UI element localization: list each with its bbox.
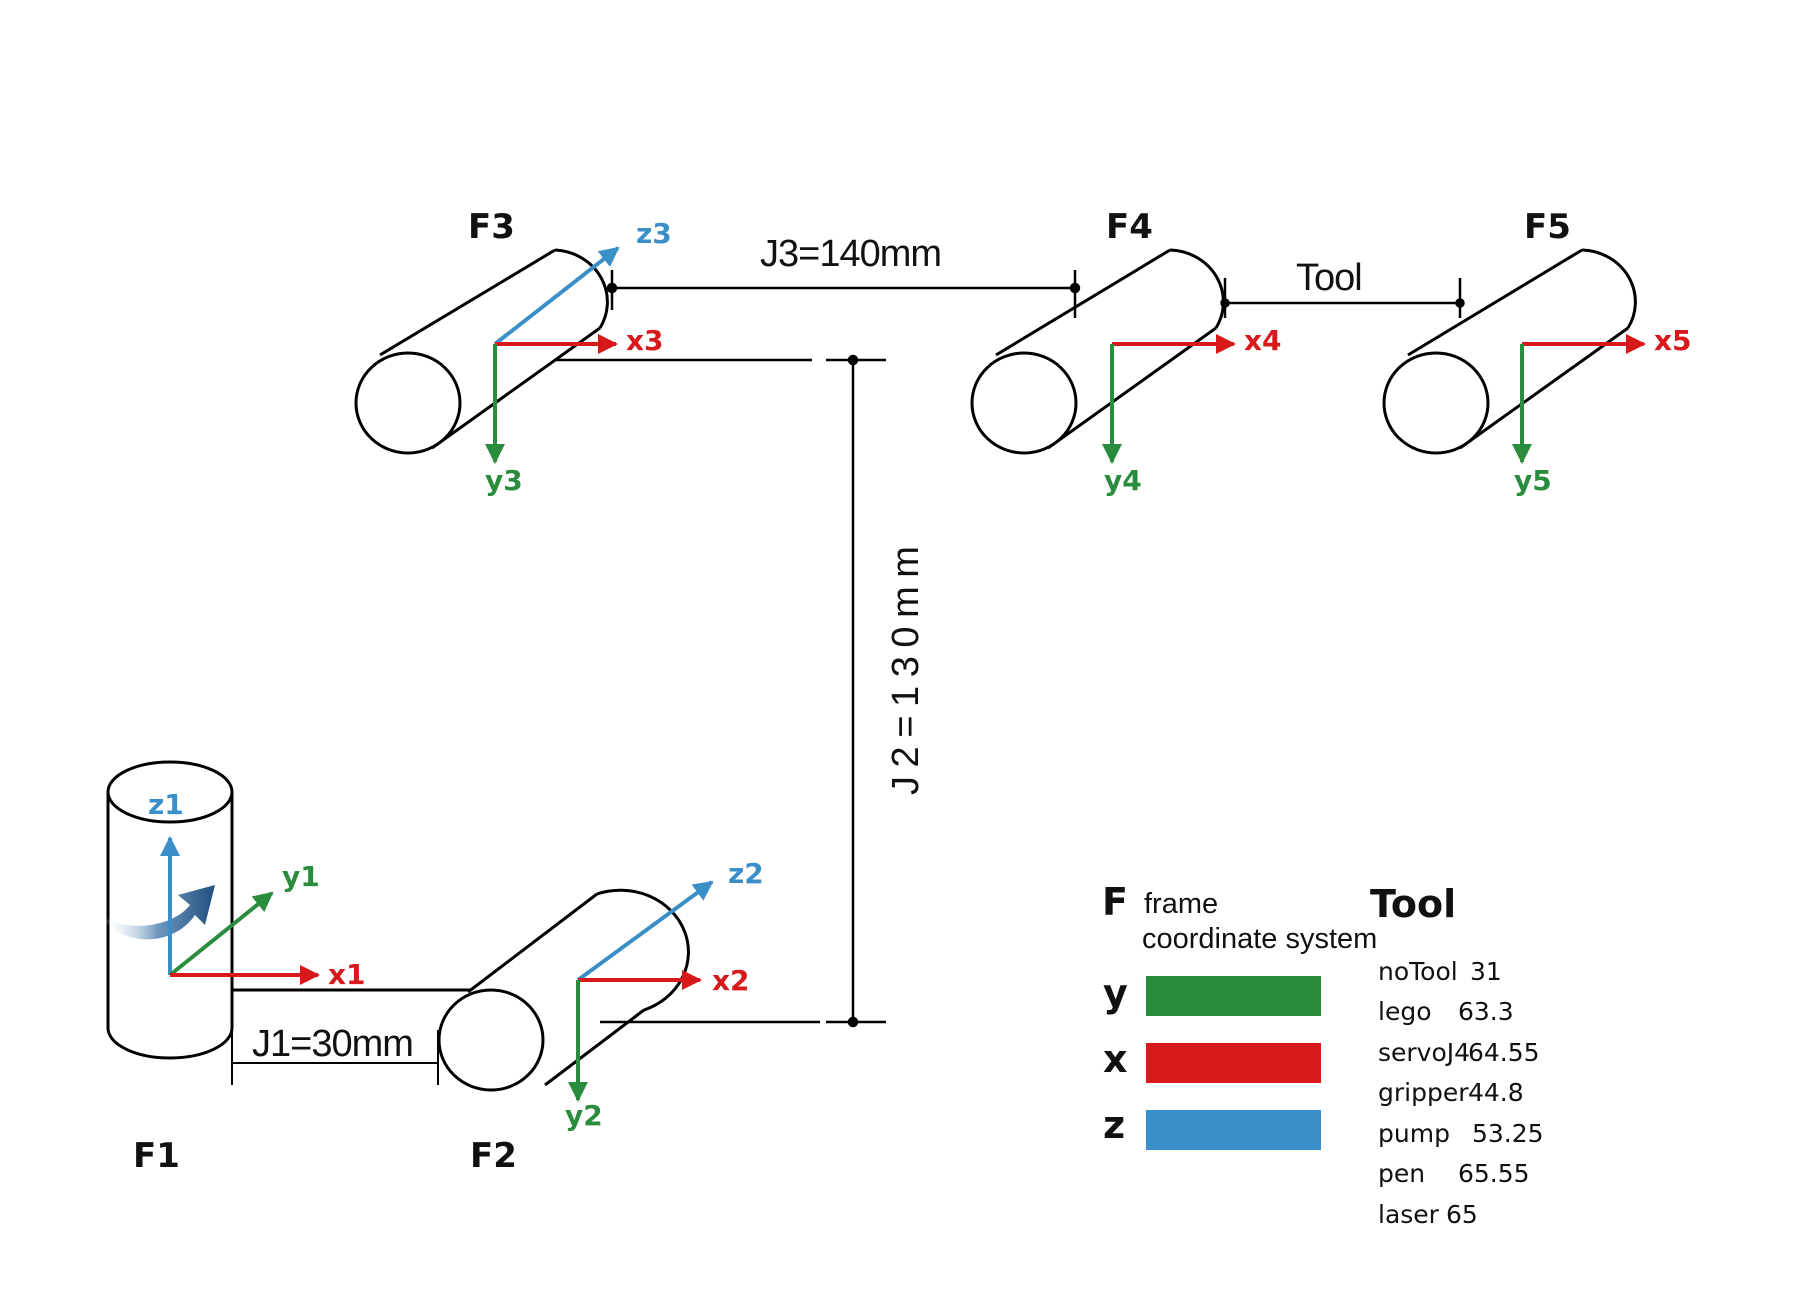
frame-label-f1: F1	[133, 1136, 180, 1176]
y5-label: y5	[1514, 464, 1552, 497]
x4-label: x4	[1244, 324, 1282, 357]
tool-name: servoJ4	[1378, 1038, 1470, 1067]
x3-label: x3	[626, 324, 664, 357]
f1-cylinder	[106, 760, 234, 1060]
tool-name: lego	[1378, 997, 1432, 1026]
tool-name: gripper	[1378, 1078, 1469, 1107]
legend-z-letter: z	[1103, 1103, 1125, 1147]
z2-axis-arrow	[576, 880, 714, 982]
tool-value: 65.55	[1458, 1159, 1530, 1188]
z2-label: z2	[728, 857, 764, 890]
tool-value: 31	[1470, 957, 1502, 986]
z3-label: z3	[636, 217, 672, 250]
tool-dimension-label: Tool	[1296, 257, 1362, 299]
rotation-arrow-icon	[100, 885, 215, 940]
legend-x-swatch	[1146, 1043, 1321, 1083]
f4-cylinder	[970, 248, 1225, 455]
tool-list: noTool 31 lego 63.3 servoJ4 64.55 grippe…	[1378, 957, 1544, 1229]
y2-label: y2	[565, 1099, 603, 1132]
z1-label: z1	[148, 788, 184, 821]
f5-cylinder	[1382, 248, 1637, 455]
y1-label: y1	[282, 860, 320, 893]
tool-name: pen	[1378, 1159, 1425, 1188]
f2-cylinder	[437, 888, 690, 1092]
j2-label: J 2 = 1 3 0 m m	[885, 547, 927, 795]
frame-label-f4: F4	[1106, 207, 1153, 247]
tool-value: 64.55	[1468, 1038, 1540, 1067]
j3-dimension	[606, 270, 1081, 318]
j2-dimension	[555, 354, 886, 1028]
y4-label: y4	[1104, 464, 1142, 497]
frame-label-f5: F5	[1524, 207, 1571, 247]
tool-value: 63.3	[1458, 997, 1514, 1026]
z3-axis-arrow	[493, 246, 620, 346]
legend-coord-text: coordinate system	[1142, 923, 1377, 955]
tool-dimension	[1220, 278, 1465, 318]
legend-y-swatch	[1146, 976, 1321, 1016]
legend-z-swatch	[1146, 1110, 1321, 1150]
tool-value: 65	[1446, 1200, 1478, 1229]
frame-label-f3: F3	[468, 207, 515, 247]
tool-name: laser	[1378, 1200, 1440, 1229]
x2-label: x2	[712, 964, 750, 997]
j1-label: J1=30mm	[252, 1023, 413, 1065]
y1-axis-arrow	[168, 891, 274, 977]
j3-label: J3=140mm	[760, 233, 941, 275]
legend-x-letter: x	[1103, 1037, 1128, 1081]
tool-name: pump	[1378, 1119, 1450, 1148]
tool-name: noTool	[1378, 957, 1458, 986]
x1-label: x1	[328, 958, 366, 991]
tool-value: 53.25	[1472, 1119, 1544, 1148]
legend-y-letter: y	[1103, 971, 1128, 1015]
frame-label-f2: F2	[470, 1136, 517, 1176]
x5-label: x5	[1654, 324, 1692, 357]
tool-value: 44.8	[1468, 1078, 1524, 1107]
legend-f-letter: F	[1102, 880, 1128, 924]
legend-frame-text: frame	[1144, 888, 1218, 920]
legend: F frame coordinate system Tool y x z	[1102, 880, 1456, 1150]
legend-tool-title: Tool	[1370, 882, 1456, 926]
y3-label: y3	[485, 464, 523, 497]
f3-cylinder	[354, 248, 609, 455]
